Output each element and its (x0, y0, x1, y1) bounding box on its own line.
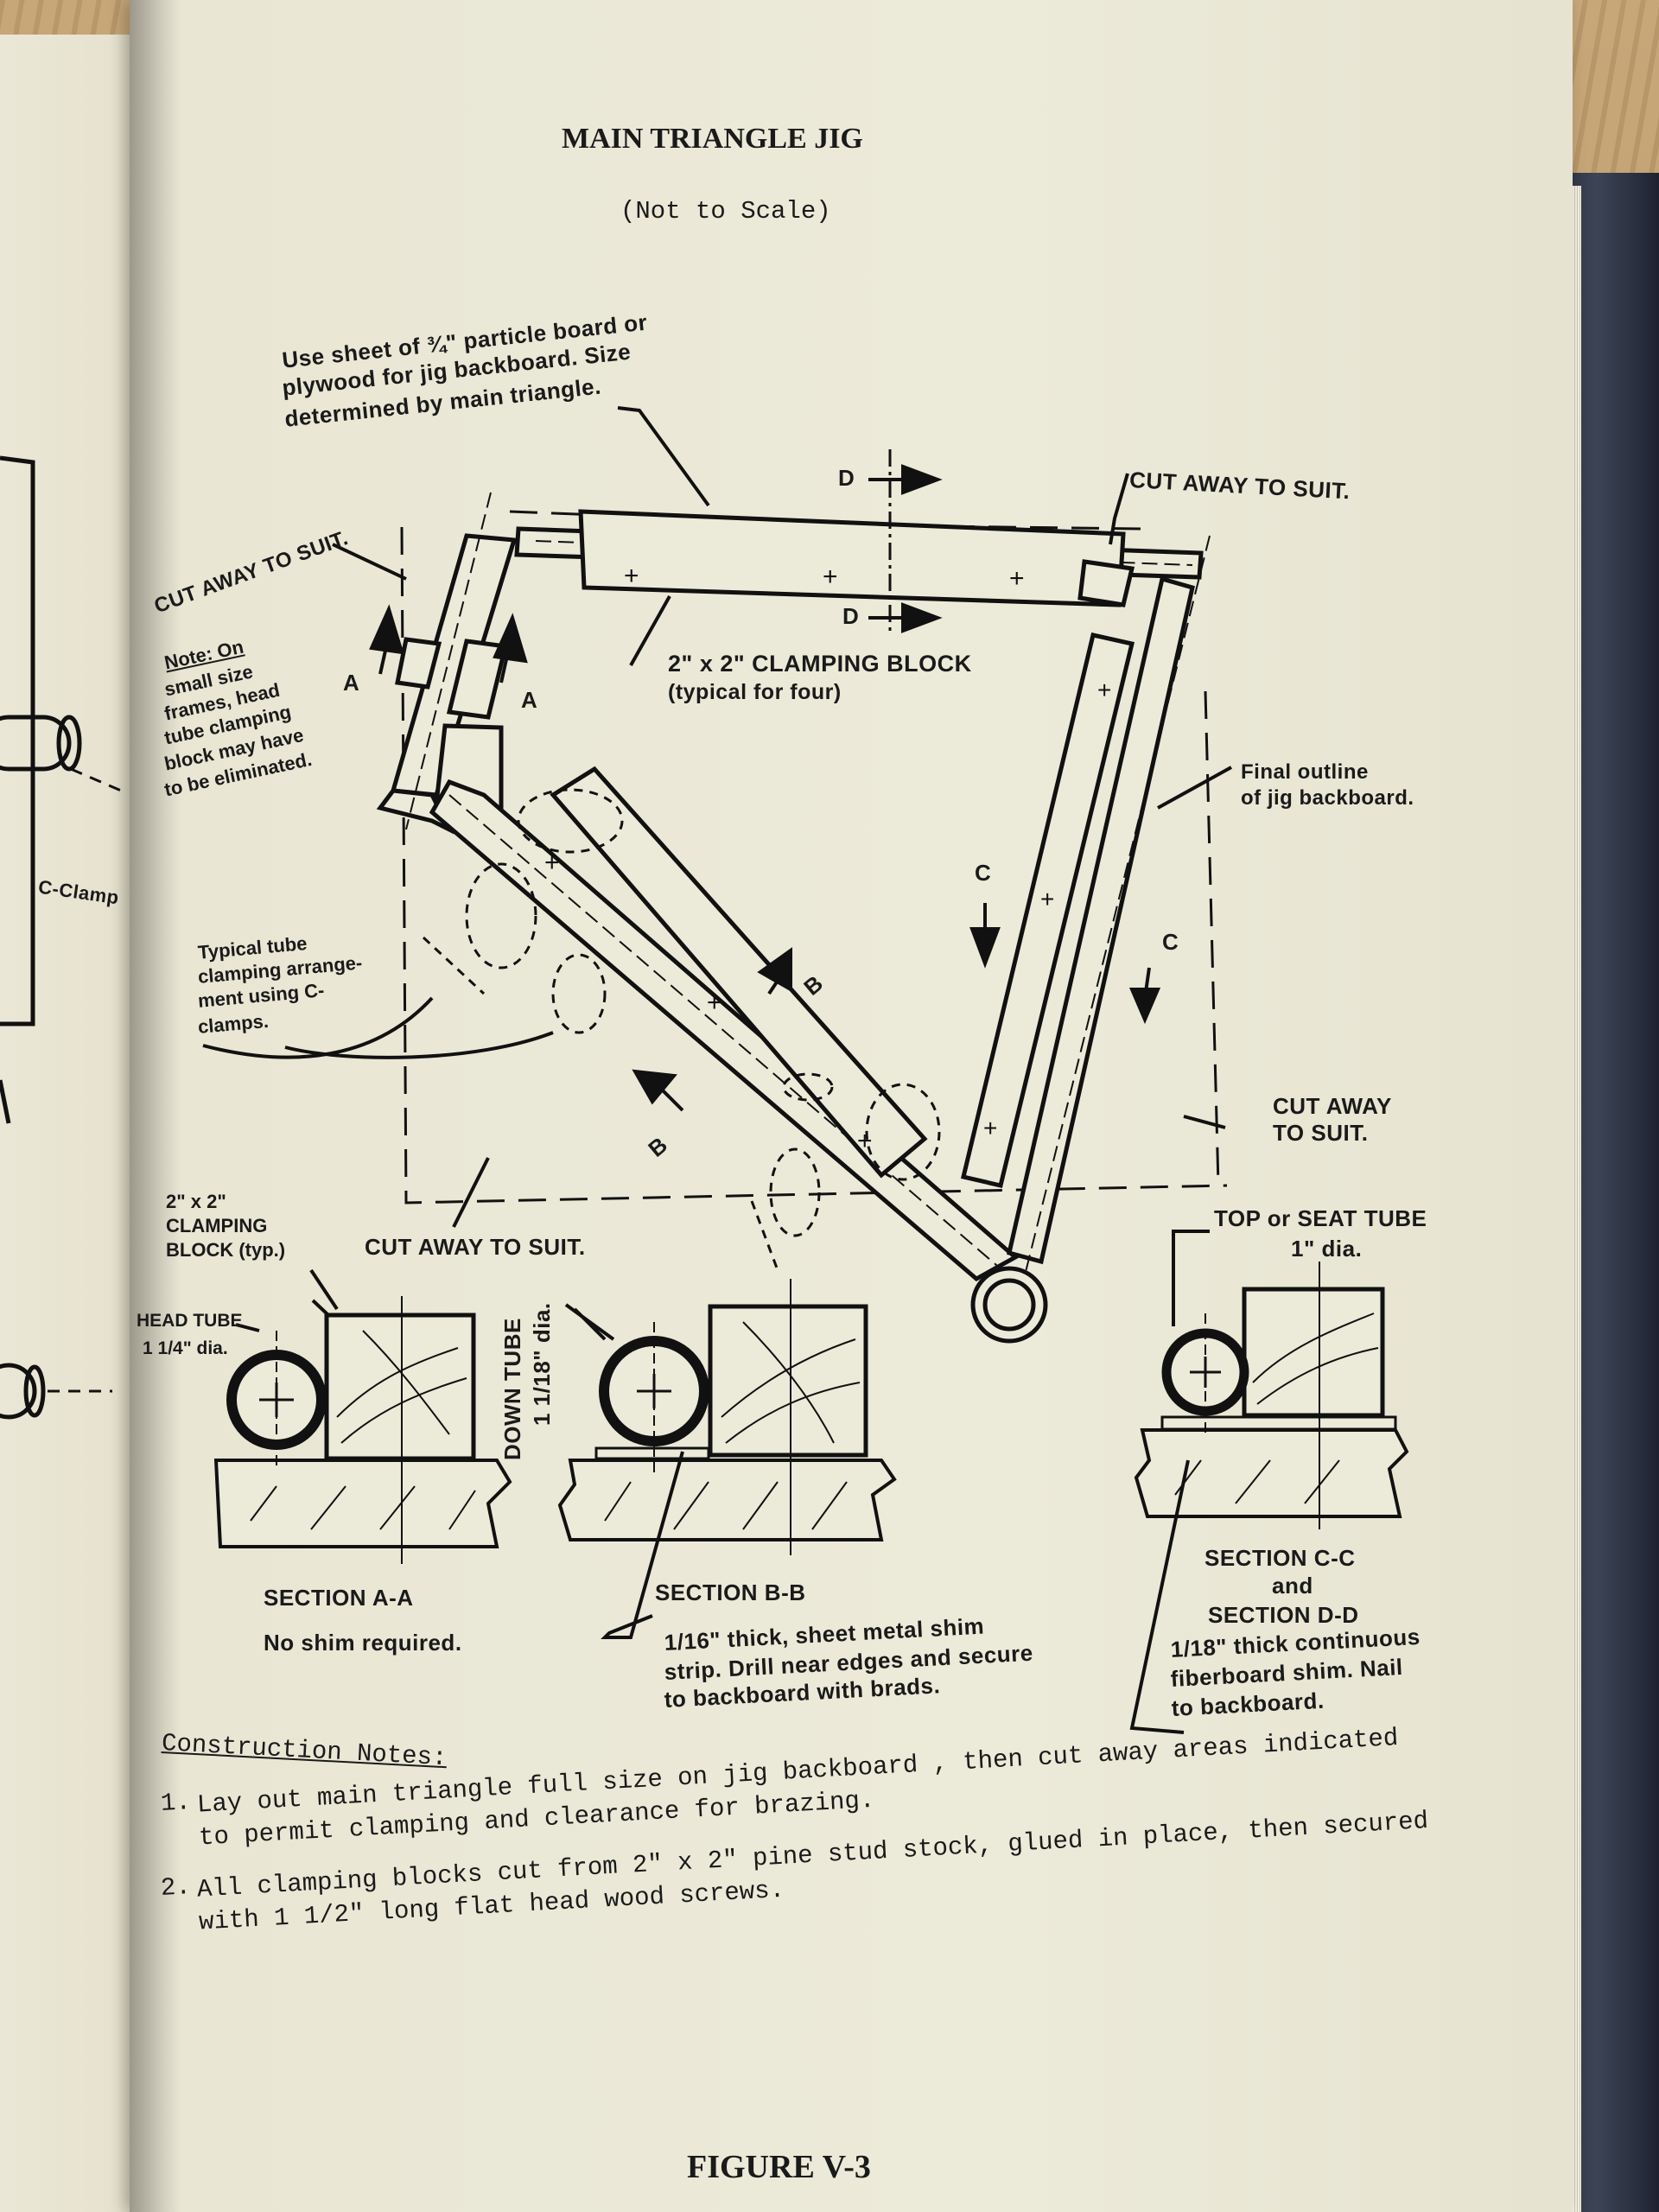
block-typ-label-line1: 2" x 2" (166, 1191, 226, 1212)
section-mark-a-left: A (343, 670, 360, 696)
svg-text:+: + (544, 849, 560, 877)
down-tube-clamping-block: + + + (544, 766, 928, 1179)
leader-lines (202, 406, 1232, 1341)
clamping-block-label-line2: (typical for four) (668, 680, 842, 704)
svg-text:+: + (823, 563, 838, 591)
page-gutter-shadow (130, 0, 181, 2212)
down-tube (429, 779, 1020, 1282)
page-title: MAIN TRIANGLE JIG (562, 123, 863, 155)
section-aa-note: No shim required. (264, 1630, 462, 1656)
section-cc-title-line1: SECTION C-C (1205, 1545, 1356, 1571)
section-cc-title-line2: and (1272, 1573, 1313, 1599)
section-mark-c-right: C (1162, 929, 1179, 955)
down-tube-label-line1: DOWN TUBE (499, 1318, 525, 1460)
construction-note-2-number: 2. (160, 1872, 192, 1903)
top-seat-tube-label-line1: TOP or SEAT TUBE (1214, 1205, 1427, 1231)
section-arrows (369, 464, 1161, 1112)
final-outline-label-line1: Final outline (1241, 760, 1369, 784)
head-tube-label-line1: HEAD TUBE (137, 1311, 243, 1331)
left-page-drawing (0, 455, 122, 1420)
svg-text:+: + (983, 1115, 997, 1141)
block-typ-label-line2: CLAMPING (166, 1215, 268, 1236)
cut-away-label-right-line1: CUT AWAY (1273, 1093, 1392, 1119)
section-dd-title-line3: SECTION D-D (1208, 1602, 1359, 1628)
section-mark-a-right: A (521, 687, 538, 713)
section-bb-title: SECTION B-B (655, 1580, 806, 1605)
section-leader-lines (311, 1299, 1190, 1734)
svg-text:+: + (1009, 564, 1025, 593)
svg-text:+: + (624, 562, 639, 590)
down-tube-label-line2: 1 1/18" dia. (529, 1302, 555, 1426)
cut-away-label-bottom: CUT AWAY TO SUIT. (365, 1234, 586, 1260)
top-seat-tube-label-line2: 1" dia. (1291, 1236, 1363, 1262)
head-tube-label-line2: 1 1/4" dia. (143, 1338, 228, 1358)
section-mark-d-top: D (838, 465, 855, 491)
block-typ-label-line3: BLOCK (typ.) (166, 1239, 286, 1261)
section-cc-drawing (1134, 1262, 1409, 1529)
section-mark-c-left: C (975, 860, 992, 886)
bottom-bracket (970, 1266, 1048, 1344)
page-subtitle: (Not to Scale) (620, 197, 831, 226)
c-clamp-outlines (422, 788, 941, 1271)
section-bb-drawing (557, 1279, 897, 1555)
final-outline-label-line2: of jig backboard. (1241, 786, 1414, 810)
figure-caption: FIGURE V-3 (687, 2149, 871, 2185)
section-mark-d-bottom: D (842, 603, 860, 629)
svg-text:+: + (1097, 677, 1111, 703)
left-page (0, 35, 147, 2212)
section-aa-drawing (213, 1296, 512, 1564)
svg-text:+: + (707, 988, 722, 1017)
clamping-block-label-line1: 2" x 2" CLAMPING BLOCK (668, 651, 972, 677)
seat-tube-clamping-block: + + + (960, 559, 1135, 1188)
section-aa-title: SECTION A-A (264, 1585, 414, 1611)
construction-note-1-number: 1. (160, 1788, 192, 1818)
svg-text:+: + (1040, 886, 1054, 912)
seat-tube (1007, 535, 1211, 1297)
cut-away-label-right-line2: TO SUIT. (1273, 1120, 1369, 1146)
